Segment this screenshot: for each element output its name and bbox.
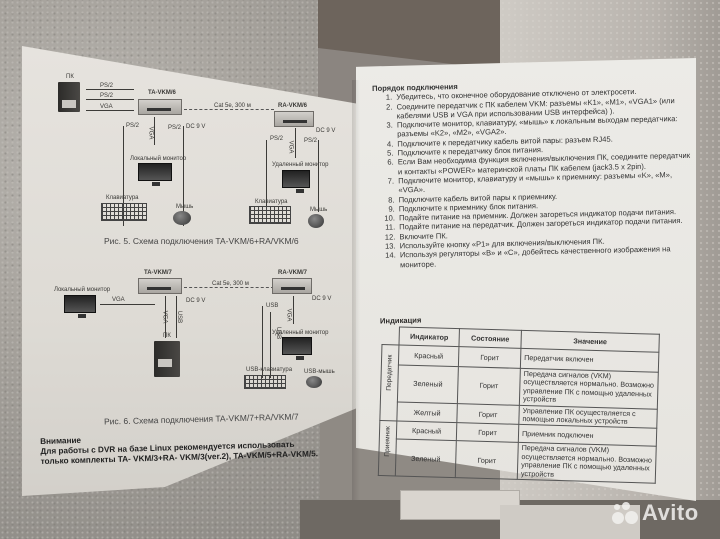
- keyboard-label: Клавиатура: [106, 195, 139, 201]
- pc-vga-cable: [165, 296, 166, 338]
- indicator-cell: Зеленый: [395, 439, 457, 478]
- transmitter-device-icon: [138, 278, 182, 294]
- local-monitor-label: Локальный монитор: [130, 156, 187, 162]
- dc-label: DC 9 V: [186, 124, 206, 130]
- ps2-label: PS/2: [126, 123, 140, 129]
- keyboard-icon: [249, 206, 291, 224]
- keyboard-label: Клавиатура: [255, 199, 288, 205]
- table-row: Зеленый Горит Передача сигналов (VKM) ос…: [378, 439, 657, 484]
- cable-label: Cat 5e, 300 м: [212, 281, 249, 287]
- receiver-label: RA-VKM/7: [278, 270, 308, 276]
- vga-label: VGA: [147, 126, 154, 140]
- header-indicator: Индикатор: [398, 326, 460, 347]
- meaning-cell: Передача сигналов (VKM) осуществляется н…: [519, 368, 659, 409]
- remote-monitor-icon: [282, 337, 312, 360]
- receiver-device-icon: [274, 111, 314, 127]
- avito-logo-icon: [612, 502, 638, 524]
- steps-list: Убедитесь, что оконечное оборудование от…: [372, 86, 696, 270]
- usb-keyboard-label: USB-клавиатура: [246, 367, 293, 373]
- vga-label: VGA: [287, 140, 294, 154]
- indication-title: Индикация: [379, 315, 422, 326]
- local-monitor-icon: [138, 163, 172, 186]
- pc-label: ПК: [66, 74, 74, 80]
- cat5e-cable: [184, 109, 274, 110]
- indicator-cell: Желтый: [396, 401, 458, 424]
- cable-label: Cat 5e, 300 м: [214, 103, 251, 109]
- cat5e-cable: [184, 287, 274, 288]
- ps2-label: PS/2: [270, 136, 284, 142]
- vga-label: VGA: [100, 104, 113, 110]
- rx-vga-cable: [295, 128, 296, 158]
- keyboard-cable: [123, 126, 124, 226]
- vga-label: VGA: [161, 310, 168, 324]
- indicator-cell: Зеленый: [397, 364, 459, 404]
- connection-procedure: Порядок подключения Убедитесь, что оконе…: [372, 77, 696, 270]
- ps2-label: PS/2: [168, 125, 182, 131]
- state-cell: Горит: [455, 441, 519, 480]
- state-cell: Горит: [458, 346, 521, 369]
- vga-cable: [86, 110, 134, 111]
- receiver-device-icon: [272, 278, 312, 294]
- ps2-label: PS/2: [100, 83, 114, 89]
- remote-monitor-label: Удаленный монитор: [272, 330, 329, 336]
- pc-tower-icon: [58, 82, 80, 112]
- indicator-cell: Красный: [396, 421, 457, 442]
- group-receiver: Приемник: [378, 420, 397, 476]
- dc-label: DC 9 V: [316, 128, 336, 134]
- avito-watermark: Avito: [612, 500, 699, 526]
- monitor-vga-cable: [154, 117, 155, 145]
- vga-label: VGA: [112, 297, 125, 303]
- usb-mouse-icon: [306, 376, 322, 388]
- manual-right-page: [356, 58, 696, 501]
- header-state: Состояние: [458, 328, 522, 349]
- usb-mouse-cable: [270, 312, 271, 378]
- indicator-cell: Красный: [398, 344, 459, 367]
- transmitter-label: TA-VKM/7: [144, 270, 172, 276]
- usb-keyboard-icon: [244, 375, 286, 389]
- vga-label: VGA: [285, 308, 292, 322]
- ps2-cable-2: [86, 99, 134, 100]
- page-fold-shadow: [352, 80, 360, 500]
- ps2-label: PS/2: [304, 138, 318, 144]
- remote-monitor-icon: [282, 170, 310, 193]
- usb-label: USB: [176, 310, 183, 324]
- state-cell: Горит: [457, 366, 521, 405]
- local-monitor-icon: [64, 295, 96, 318]
- remote-monitor-label: Удаленный монитор: [272, 162, 329, 168]
- usb-label: USB: [266, 303, 279, 309]
- mouse-cable: [183, 126, 184, 226]
- mouse-label: Мышь: [310, 207, 328, 213]
- indication-table: Индикатор Состояние Значение Передатчик …: [378, 326, 660, 484]
- rx-mouse-cable: [318, 140, 319, 212]
- receiver-label: RA-VKM/6: [278, 103, 308, 109]
- group-transmitter: Передатчик: [379, 344, 399, 422]
- transmitter-device-icon: [138, 99, 182, 115]
- rx-keyboard-cable: [266, 140, 267, 210]
- avito-wordmark: Avito: [642, 500, 699, 525]
- state-cell: Горит: [456, 403, 520, 425]
- mouse-label: Мышь: [176, 204, 194, 210]
- dc-label: DC 9 V: [312, 296, 332, 302]
- mouse-icon: [173, 211, 191, 225]
- meaning-cell: Передача сигналов (VKM) осуществляется н…: [517, 442, 657, 484]
- state-cell: Горит: [456, 423, 519, 443]
- figure-5-caption: Рис. 5. Схема подключения TA-VKM/6+RA/VK…: [104, 236, 299, 246]
- ps2-label: PS/2: [100, 93, 114, 99]
- pc-label: ПК: [163, 333, 171, 339]
- dc-label: DC 9 V: [186, 298, 206, 304]
- usb-keyboard-cable: [262, 306, 263, 378]
- transmitter-label: TA-VKM/6: [148, 90, 176, 96]
- local-monitor-label: Локальный монитор: [54, 287, 111, 293]
- pc-usb-cable: [176, 296, 177, 338]
- mouse-icon: [308, 214, 324, 228]
- vga-cable: [100, 304, 155, 305]
- usb-mouse-label: USB-мышь: [304, 369, 335, 375]
- ps2-cable-1: [86, 89, 134, 90]
- rx-vga-cable: [293, 296, 294, 324]
- keyboard-icon: [101, 203, 147, 221]
- pc-tower-icon: [154, 341, 180, 377]
